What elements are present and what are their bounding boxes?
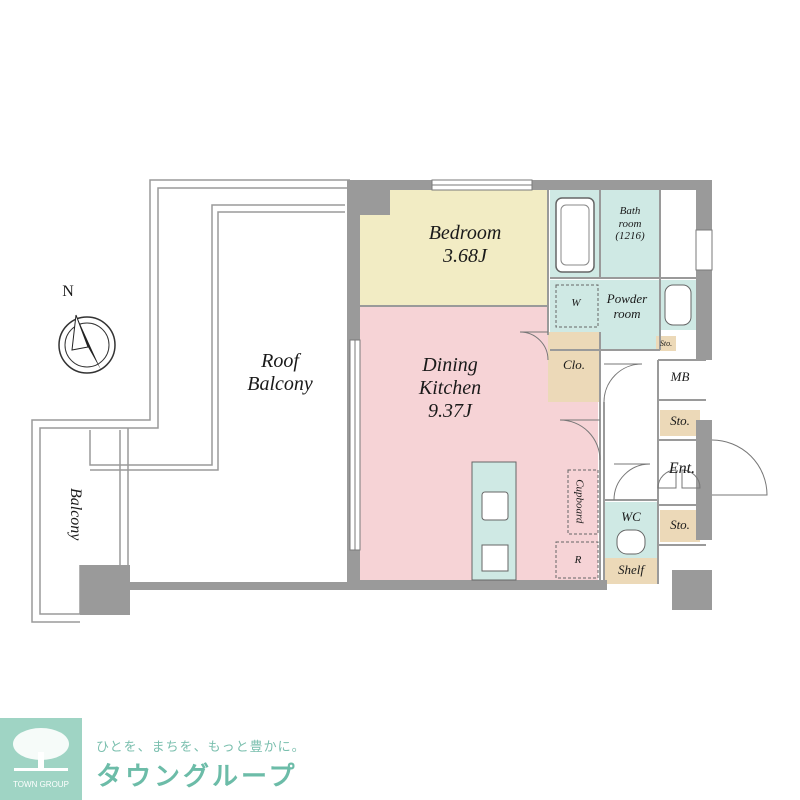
- storage-lower-label: Sto.: [670, 517, 690, 532]
- wc-label: WC: [621, 509, 641, 524]
- town-group-logo: TOWN GROUP: [0, 718, 82, 800]
- exterior-walls: [80, 180, 712, 615]
- closet-fill: [548, 332, 600, 402]
- shelf-fill: [604, 558, 658, 584]
- tagline: ひとを、まちを、もっと豊かに。: [96, 740, 306, 755]
- cupboard-outline: [567, 469, 599, 535]
- storage-small-label: Sto.: [659, 339, 673, 348]
- roof-balcony-label: Roof Balcony: [247, 350, 313, 395]
- door-swings: [519, 331, 768, 501]
- bedroom-fill: [360, 190, 548, 305]
- washer-space-icon: [555, 284, 599, 328]
- powder-label: Powder room: [606, 291, 648, 321]
- shelf-label: Shelf: [618, 562, 644, 577]
- washbasin-icon: [664, 284, 692, 326]
- fridge-outline: [555, 541, 599, 579]
- mb-label: MB: [670, 369, 690, 384]
- brand-name: タウングループ: [96, 762, 298, 792]
- washer-label: W: [571, 297, 581, 309]
- north-compass-icon: [58, 314, 116, 374]
- toilet-icon: [616, 529, 646, 555]
- sto-upper-fill: [660, 410, 700, 436]
- sink-icon: [481, 491, 509, 521]
- bathtub-inner-icon: [560, 204, 590, 266]
- sto-lower-fill: [660, 510, 700, 542]
- dining-kitchen-fill: [360, 307, 600, 580]
- closet-label: Clo.: [562, 357, 586, 372]
- entrance-label: Ent.: [668, 460, 696, 477]
- fridge-label: R: [574, 554, 582, 566]
- compass-north-label: N: [62, 283, 74, 300]
- roof-balcony-outline: [31, 179, 350, 623]
- tree-icon: [13, 728, 69, 771]
- footer: TOWN GROUP ひとを、まちを、もっと豊かに。 タウングループ: [0, 718, 800, 800]
- bathtub-icon: [555, 197, 595, 273]
- cupboard-label: Cupboard: [573, 479, 586, 524]
- bedroom-label: Bedroom 3.68J: [428, 222, 502, 267]
- windows: [349, 179, 713, 551]
- logo-text: TOWN GROUP: [13, 780, 69, 789]
- balcony-label: Balcony: [67, 487, 85, 541]
- storage-upper-label: Sto.: [670, 413, 690, 428]
- bath-label: Bath room (1216): [615, 205, 645, 243]
- stove-icon: [481, 544, 509, 572]
- dining-kitchen-label: Dining Kitchen 9.37J: [418, 354, 482, 422]
